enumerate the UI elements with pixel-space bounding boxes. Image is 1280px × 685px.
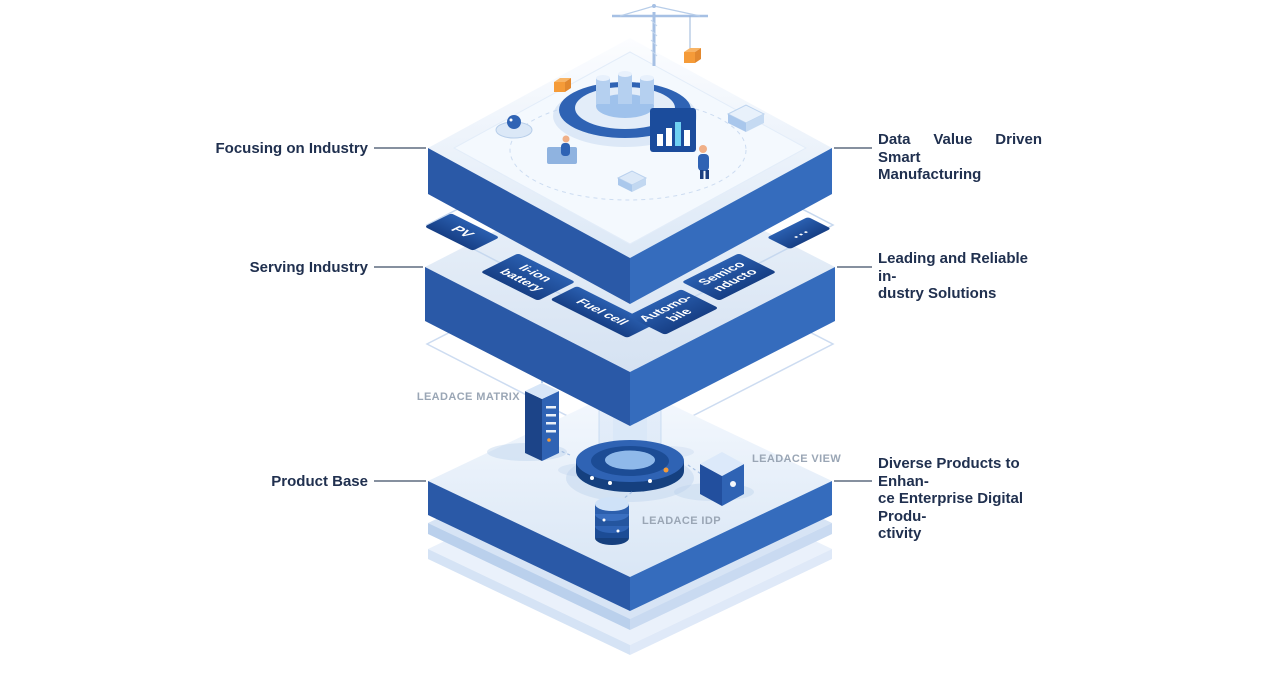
label-line: dustry Solutions <box>878 285 997 302</box>
orange-dot <box>663 467 669 473</box>
smart-factory-illustration <box>495 4 766 201</box>
label-line: Diverse Products to Enhan- <box>878 455 1020 490</box>
label-serving-industry: Serving Industry <box>249 259 368 276</box>
crane-icon <box>612 4 708 66</box>
label-focusing-on-industry: Focusing on Industry <box>215 140 369 157</box>
label-diverse-products: Diverse Products to Enhan- ce Enterprise… <box>878 455 1042 543</box>
leadace-idp-illustration <box>595 497 629 545</box>
label-data-value-driven: Data Value Driven Smart Manufacturing <box>878 131 1042 184</box>
label-product-base: Product Base <box>271 473 368 490</box>
label-industry-solutions: Leading and Reliable in- dustry Solution… <box>878 250 1042 303</box>
crate-icon <box>554 78 571 92</box>
label-line: Leading and Reliable in- <box>878 250 1029 285</box>
connector-lines <box>374 147 872 482</box>
small-cube-icon <box>616 170 648 192</box>
panel-cube-icon <box>726 104 766 132</box>
leadace-matrix-illustration <box>525 369 559 461</box>
person-icon <box>698 145 709 179</box>
robot-icon <box>495 115 533 139</box>
leadace-view-illustration <box>700 452 744 506</box>
label-line: Manufacturing <box>878 166 982 183</box>
focusing-industry-platform <box>428 38 832 304</box>
label-line: ctivity <box>878 525 922 542</box>
dashboard-chart-icon <box>650 108 696 152</box>
label-leadace-matrix: LEADACE MATRIX <box>416 391 520 403</box>
label-leadace-idp: LEADACE IDP <box>642 515 721 527</box>
worker-icon <box>547 135 577 164</box>
label-line: Data Value Driven Smart <box>878 131 1042 166</box>
hub-disc <box>576 440 684 492</box>
label-leadace-view: LEADACE VIEW <box>752 453 842 465</box>
label-line: ce Enterprise Digital Produ- <box>878 490 1024 525</box>
